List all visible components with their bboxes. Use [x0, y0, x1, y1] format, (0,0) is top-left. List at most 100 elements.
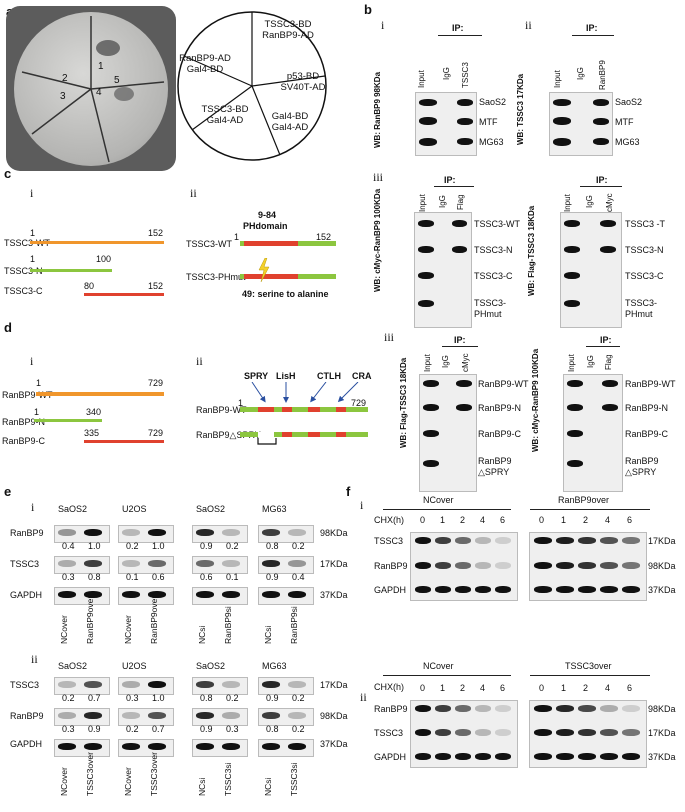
panel-b-ii-num: ii: [525, 18, 532, 32]
e-lane-label: NCover: [59, 615, 69, 644]
f-band: [534, 562, 552, 569]
e-lane-label: RanBP9si: [223, 606, 233, 644]
mutation-bolt-icon: [258, 258, 270, 282]
e-lane-label: TSSC3over: [149, 752, 159, 796]
f-time-label: 1: [561, 683, 567, 693]
c-iii-right-blot: [560, 212, 622, 328]
e-band: [84, 681, 102, 688]
f-band: [600, 729, 618, 736]
f-band: [534, 537, 552, 544]
e-lane-label: NCover: [123, 615, 133, 644]
e-value-label: 0.7: [88, 693, 101, 703]
pie-label-tssc3-ranbp9: TSSC3-BD RanBP9-AD: [262, 19, 314, 41]
yeast-pie-diagram: [177, 11, 327, 161]
c-iii-right-wb-label: WB: Flag-TSSC3 18KDa: [527, 205, 536, 296]
f-band: [435, 705, 451, 712]
f-band: [622, 562, 640, 569]
f-band: [556, 562, 574, 569]
b-i-row-mtf: MTF: [479, 117, 498, 127]
e-value-label: 0.2: [126, 541, 139, 551]
e-band: [148, 591, 166, 598]
e-lane-label: RanBP9si: [289, 606, 299, 644]
f-band: [415, 753, 431, 760]
f-band: [415, 537, 431, 544]
yeast-dish-photo: 1 2 3 4 5: [6, 6, 176, 171]
e-lane-label: NCsi: [197, 777, 207, 796]
f-band: [495, 729, 511, 736]
f-band: [495, 705, 511, 712]
e-value-label: 0.2: [292, 541, 305, 551]
e-band: [222, 681, 240, 688]
f-time-label: 2: [460, 515, 466, 525]
f-band: [435, 537, 451, 544]
e-value-label: 0.9: [266, 572, 279, 582]
b-ii-wb-label: WB: TSSC3 17KDa: [516, 73, 525, 145]
e-lane-label: TSSC3si: [223, 762, 233, 796]
e-value-label: 0.4: [292, 572, 305, 582]
d-construct-ranbp9-n: RanBP9-N: [2, 417, 46, 427]
e-lane-label: NCover: [59, 767, 69, 796]
pie-label-ranbp9-gal4: RanBP9-AD Gal4-BD: [179, 53, 231, 75]
e-band: [148, 560, 166, 567]
f-band: [556, 729, 574, 736]
f-band: [622, 586, 640, 593]
domain-arrows: [251, 382, 359, 403]
panel-e-letter: e: [4, 484, 12, 499]
d-domain-cra: CRA: [352, 371, 372, 381]
e-value-label: 0.1: [126, 572, 139, 582]
dish-number-4: 4: [96, 87, 102, 98]
e-value-label: 1.0: [152, 541, 165, 551]
e-band: [148, 743, 166, 750]
b-i-row-mg63: MG63: [479, 137, 504, 147]
deletion-bracket-icon: [257, 438, 277, 445]
e-band: [84, 560, 102, 567]
f-time-label: 1: [440, 515, 446, 525]
e-value-label: 0.3: [226, 724, 239, 734]
d-domain-spry: SPRY: [244, 371, 269, 381]
f-band: [475, 586, 491, 593]
f-time-label: 2: [460, 683, 466, 693]
f-time-label: 1: [440, 683, 446, 693]
b-ii-lane-ranbp9: RanBP9: [598, 60, 607, 90]
e-band: [262, 712, 280, 719]
f-band: [435, 753, 451, 760]
dish-number-5: 5: [114, 75, 120, 86]
d-iii-left-wb-label: WB: Flag-TSSC3 18KDa: [399, 357, 408, 448]
e-value-label: 0.8: [88, 572, 101, 582]
e-value-label: 0.3: [62, 724, 75, 734]
dish-number-3: 3: [60, 91, 66, 102]
e-lane-label: TSSC3si: [289, 762, 299, 796]
f-band: [495, 562, 511, 569]
pie-label-p53-sv40t: p53-BD SV40T-AD: [280, 71, 326, 93]
e-value-label: 0.2: [226, 541, 239, 551]
e-band: [262, 743, 280, 750]
e-band: [288, 560, 306, 567]
e-value-label: 0.2: [226, 693, 239, 703]
e-lane-label: RanBP9over: [149, 595, 159, 644]
c-ii-domain-range: 9-84: [258, 210, 277, 220]
e-band: [84, 743, 102, 750]
e-value-label: 1.0: [152, 693, 165, 703]
b-ii-lane-input: Input: [553, 70, 562, 88]
f-time-label: 0: [539, 515, 545, 525]
f-time-label: 6: [627, 515, 633, 525]
f-band: [435, 562, 451, 569]
f-time-label: 4: [480, 515, 486, 525]
e-value-label: 0.2: [292, 693, 305, 703]
e-band: [222, 712, 240, 719]
e-band: [222, 743, 240, 750]
c-iii-left-wb-label: WB: cMyc-RanBP9 100KDa: [373, 188, 382, 292]
e-band: [84, 591, 102, 598]
f-band: [622, 729, 640, 736]
panel-c-ii-num: ii: [190, 186, 197, 200]
e-band: [58, 591, 76, 598]
e-band: [58, 743, 76, 750]
e-band: [122, 560, 140, 567]
e-lane-label: TSSC3over: [85, 752, 95, 796]
panel-f-i-num: i: [360, 498, 364, 512]
d-ii-del-label: RanBP9△SPRY: [196, 430, 261, 440]
f-band: [475, 753, 491, 760]
e-band: [122, 743, 140, 750]
e-value-label: 1.0: [88, 541, 101, 551]
f-band: [578, 562, 596, 569]
